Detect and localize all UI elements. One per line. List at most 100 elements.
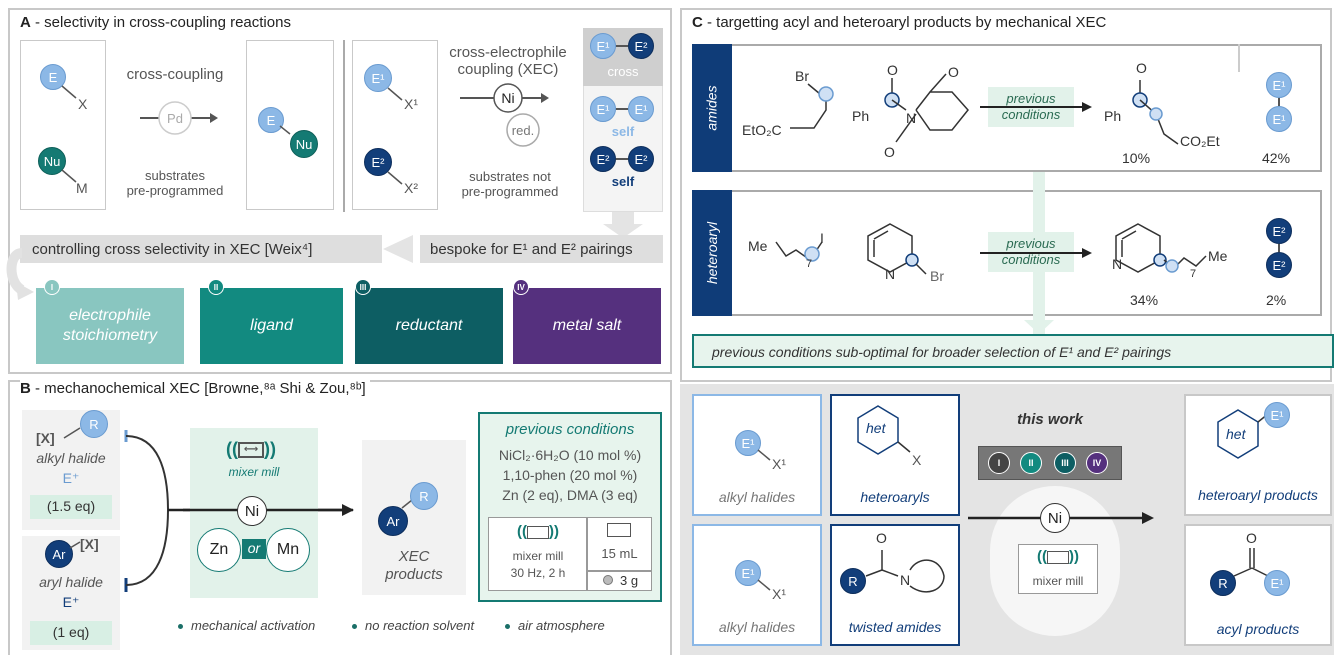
x-bracket-aryl: [X] <box>80 536 99 552</box>
acyl-products-box <box>1184 524 1332 646</box>
tile-reductant: reductant <box>355 288 503 364</box>
n-label-pyridine: N <box>885 266 896 282</box>
reaction-arrow-heteroaryl <box>980 248 1092 258</box>
alkyl-iodide-chain <box>775 241 823 262</box>
eto2c-label: EtO₂C <box>742 122 782 138</box>
cond-circle-iv: IV <box>1086 452 1108 474</box>
product-r: R <box>410 482 438 510</box>
curved-arrow <box>6 248 34 300</box>
pd-cycle-arrow <box>140 101 218 135</box>
twisted-amide-r: R <box>840 568 866 594</box>
x1-label: X¹ <box>404 96 418 112</box>
acyl-bonds <box>1233 548 1269 577</box>
bond-e1-x1-a <box>757 449 771 461</box>
alkylpyridine-product <box>1115 223 1207 273</box>
alkyl-halides-box-1 <box>692 394 822 516</box>
co2et-label: CO₂Et <box>1180 133 1220 149</box>
bond-e-x <box>61 85 77 99</box>
panel-b-title: B - mechanochemical XEC [Browne,⁸ᵃ Shi &… <box>20 380 370 397</box>
product-nu: Nu <box>290 130 318 158</box>
this-work-e1-a: E¹ <box>735 430 761 456</box>
mixer-mill-box-c <box>1018 544 1098 594</box>
bond-e1-x1-b <box>757 579 771 591</box>
tile-badge-iv: IV <box>513 279 529 295</box>
acyl-product-r: R <box>1210 570 1236 596</box>
bond-e1-x1 <box>387 87 403 101</box>
bullet-no-solvent: no reaction solvent <box>352 618 474 633</box>
panel-c-title: C - targetting acyl and heteroaryl produ… <box>692 14 1107 31</box>
suboptimal-text: previous conditions sub-optimal for broa… <box>712 344 1172 360</box>
i-label: I <box>820 230 824 246</box>
bond-ar-x <box>69 541 81 549</box>
mill-params-freq: 30 Hz, 2 h <box>510 566 566 580</box>
or-badge: or <box>242 539 266 559</box>
prev-line-2: 1,10-phen (20 mol %) <box>502 467 638 483</box>
het-label-reactant: het <box>866 420 886 436</box>
heteroaryls-label: heteroaryls <box>860 489 930 505</box>
x-label-het: X <box>912 452 922 468</box>
product-e: E <box>258 107 284 133</box>
bullet-air-atmosphere: air atmosphere <box>505 618 605 633</box>
controlling-text: controlling cross selectivity in XEC [We… <box>32 241 313 258</box>
heteroaryl-tab: heteroaryl <box>692 190 732 316</box>
o-label-twisted: O <box>876 530 887 546</box>
substrates-pre-programmed: substrates pre-programmed <box>126 168 224 198</box>
substrates-not-pre-programmed: substrates not pre-programmed <box>461 169 559 199</box>
aryl-eplus: E⁺ <box>62 594 80 610</box>
electrophile-e: E <box>40 64 66 90</box>
heteroaryls-box <box>830 394 960 516</box>
connector-arrowhead <box>1024 320 1054 334</box>
o-label-3: O <box>884 144 895 160</box>
alkyl-halides-label-1: alkyl halides <box>718 489 796 505</box>
mixer-mill-icon: ((⟷)) <box>226 439 276 459</box>
mixer-mill-label-c: mixer mill <box>1032 574 1084 588</box>
br-label: Br <box>795 68 809 84</box>
eq-1-label: (1 eq) <box>52 624 90 640</box>
alkyl-r: R <box>80 410 108 438</box>
self-het-yield: 2% <box>1266 292 1287 308</box>
mill-divider <box>586 517 588 591</box>
cross-coupling-label: cross-coupling <box>126 66 224 83</box>
this-work-e1-b: E¹ <box>735 560 761 586</box>
x1-label-b: X¹ <box>772 586 786 602</box>
cross-e2: E² <box>628 33 654 59</box>
glutarimide-ring <box>884 73 969 143</box>
divider-a <box>343 40 345 212</box>
ph-label-product: Ph <box>1104 108 1122 124</box>
ni-circle-b: Ni <box>237 496 267 526</box>
bond-e-nu <box>279 125 291 135</box>
controlling-banner <box>20 235 382 263</box>
ball-icon <box>603 575 613 585</box>
pd-label: Pd <box>167 111 183 126</box>
het-self-bond <box>1278 244 1280 252</box>
x-label: X <box>78 96 88 112</box>
prev-line-1: NiCl₂·6H₂O (10 mol %) <box>498 447 642 463</box>
zn-circle: Zn <box>197 528 241 572</box>
tile-electrophile-stoichiometry: electrophile stoichiometry <box>36 288 184 364</box>
het-self-e2-b: E² <box>1266 252 1292 278</box>
down-arrow-head <box>603 224 643 238</box>
reaction-arrow-amide <box>980 102 1092 112</box>
n-label-product: N <box>1112 256 1123 272</box>
product-ar: Ar <box>378 506 408 536</box>
self-e1-a: E¹ <box>590 96 616 122</box>
amides-tab: amides <box>692 44 732 172</box>
sub7-label-1: 7 <box>806 258 813 270</box>
nucleophile-nu: Nu <box>38 147 66 175</box>
o-label-2: O <box>948 64 959 80</box>
het-self-e2-a: E² <box>1266 218 1292 244</box>
cross-bond <box>616 45 628 47</box>
eq-15-label: (1.5 eq) <box>46 498 96 514</box>
xec-products-label: XEC products <box>385 548 443 583</box>
o-label-acyl: O <box>1246 530 1257 546</box>
ni-circle-c: Ni <box>1040 503 1070 533</box>
tile-badge-i: I <box>44 279 60 295</box>
het-ring-reactant <box>857 405 911 455</box>
alkyl-halide-label: alkyl halide <box>36 450 106 466</box>
cross-e1: E¹ <box>590 33 616 59</box>
yield-heteroaryl: 34% <box>1130 292 1159 308</box>
ni-label: Ni <box>501 90 515 106</box>
mill-hdivider <box>587 570 652 572</box>
self-e2-a: E² <box>590 146 616 172</box>
m-label: M <box>76 180 88 196</box>
